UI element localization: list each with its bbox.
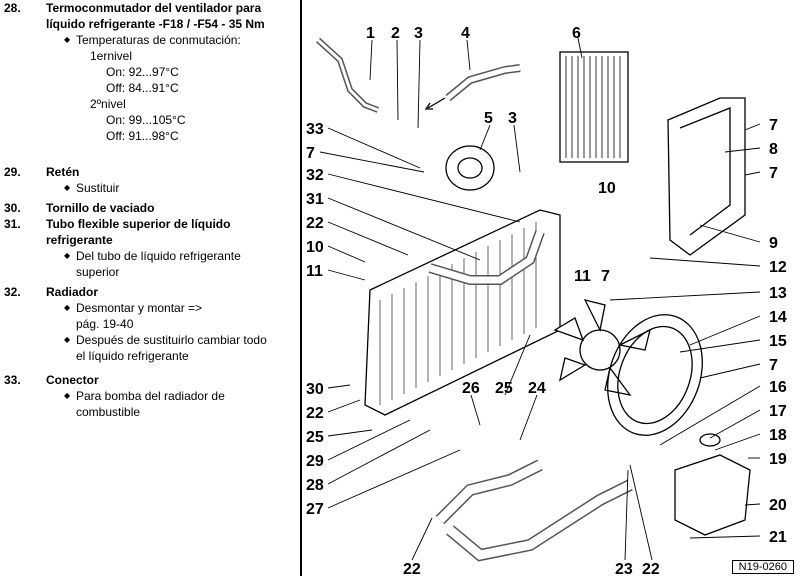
callout-5: 5 xyxy=(484,110,493,127)
callout-14: 14 xyxy=(769,309,787,326)
bullet: Después de sustituirlo cambiar todo el l… xyxy=(64,332,276,364)
item-number: 33. xyxy=(4,373,21,387)
legend-item-28: 28. Termoconmutador del ventilador para … xyxy=(4,0,294,144)
callout-3: 3 xyxy=(414,25,423,42)
item-number: 28. xyxy=(4,1,21,15)
callout-29: 29 xyxy=(306,453,324,470)
callout-25: 25 xyxy=(306,429,324,446)
reservoir-part-20 xyxy=(674,454,751,536)
bullet: Temperaturas de conmutación: xyxy=(64,32,294,48)
figure-reference: N19-0260 xyxy=(731,560,794,574)
callout-22: 22 xyxy=(403,561,421,576)
callout-28: 28 xyxy=(306,477,324,494)
item-title: Retén xyxy=(46,165,80,179)
legend-item-30: 30. Tornillo de vaciado xyxy=(4,200,294,216)
callout-7: 7 xyxy=(769,117,778,134)
callout-2: 2 xyxy=(391,25,400,42)
legend-item-31: 31. Tubo flexible superior de líquido re… xyxy=(4,216,294,280)
callout-16: 16 xyxy=(769,379,787,396)
level-on: On: 99...105°C xyxy=(106,113,186,127)
callout-1: 1 xyxy=(366,25,375,42)
callout-13: 13 xyxy=(769,285,787,302)
level-off: Off: 84...91°C xyxy=(106,81,179,95)
callout-4: 4 xyxy=(461,25,470,42)
callout-7: 7 xyxy=(306,145,315,162)
callout-7: 7 xyxy=(601,268,610,285)
callout-22: 22 xyxy=(642,561,660,576)
item-title: Tubo flexible superior de líquido refrig… xyxy=(46,217,231,247)
legend-item-33: 33. Conector Para bomba del radiador de … xyxy=(4,372,294,420)
legend-panel: 28. Termoconmutador del ventilador para … xyxy=(0,0,300,576)
fan-part-13 xyxy=(579,329,621,371)
item-title: Radiador xyxy=(46,285,99,299)
arrow-icon xyxy=(427,97,446,109)
callout-11: 11 xyxy=(574,268,591,285)
callout-7: 7 xyxy=(769,165,778,182)
item-number: 30. xyxy=(4,201,21,215)
item-number: 32. xyxy=(4,285,21,299)
legend-item-29: 29. Retén Sustituir xyxy=(4,164,294,196)
callout-10: 10 xyxy=(306,239,324,256)
item-title: Conector xyxy=(46,373,99,387)
bullet: Del tubo de líquido refrigerante superio… xyxy=(64,248,276,280)
callout-26: 26 xyxy=(462,380,480,397)
item-title: Tornillo de vaciado xyxy=(46,201,155,215)
callout-30: 30 xyxy=(306,381,324,398)
callout-7: 7 xyxy=(769,357,778,374)
bullet: Sustituir xyxy=(64,180,294,196)
callout-19: 19 xyxy=(769,451,787,468)
pump-part-5 xyxy=(445,145,495,191)
item-number: 29. xyxy=(4,165,21,179)
callout-15: 15 xyxy=(769,333,787,350)
callout-11: 11 xyxy=(306,263,323,280)
callout-9: 9 xyxy=(769,235,778,252)
callout-23: 23 xyxy=(615,561,633,576)
callout-3: 3 xyxy=(508,110,517,127)
level-off: Off: 91...98°C xyxy=(106,129,179,143)
heat-exchanger-part-6 xyxy=(559,51,629,163)
callout-21: 21 xyxy=(769,529,787,546)
level-label: 2ºnivel xyxy=(90,97,126,111)
callout-20: 20 xyxy=(769,497,787,514)
legend-item-32: 32. Radiador Desmontar y montar => pág. … xyxy=(4,284,294,364)
column-divider xyxy=(300,0,302,576)
item-title: Termoconmutador del ventilador para líqu… xyxy=(46,1,265,31)
bullet: Para bomba del radiador de combustible xyxy=(64,388,276,420)
level-label: 1ernivel xyxy=(90,49,133,63)
bullet: Desmontar y montar => pág. 19-40 xyxy=(64,300,226,332)
level-on: On: 92...97°C xyxy=(106,65,179,79)
callout-10: 10 xyxy=(598,180,616,197)
shroud-part-14 xyxy=(607,314,703,436)
callout-12: 12 xyxy=(769,259,787,276)
item-number: 31. xyxy=(4,217,21,231)
callout-32: 32 xyxy=(306,167,324,184)
callout-18: 18 xyxy=(769,427,787,444)
callout-8: 8 xyxy=(769,141,778,158)
callout-17: 17 xyxy=(769,403,787,420)
callout-22: 22 xyxy=(306,405,324,422)
callout-24: 24 xyxy=(528,380,546,397)
callout-25: 25 xyxy=(495,380,513,397)
callout-33: 33 xyxy=(306,121,324,138)
cooling-system-diagram: 1 2 3 4 6 5 3 33 7 32 31 22 10 11 10 11 … xyxy=(306,25,787,576)
callout-31: 31 xyxy=(306,191,324,208)
bracket-part-9 xyxy=(667,97,746,256)
hose-part-1 xyxy=(315,37,380,113)
callout-22: 22 xyxy=(306,215,324,232)
callout-6: 6 xyxy=(572,25,581,42)
hose-part-4 xyxy=(445,64,521,102)
callout-27: 27 xyxy=(306,501,324,518)
